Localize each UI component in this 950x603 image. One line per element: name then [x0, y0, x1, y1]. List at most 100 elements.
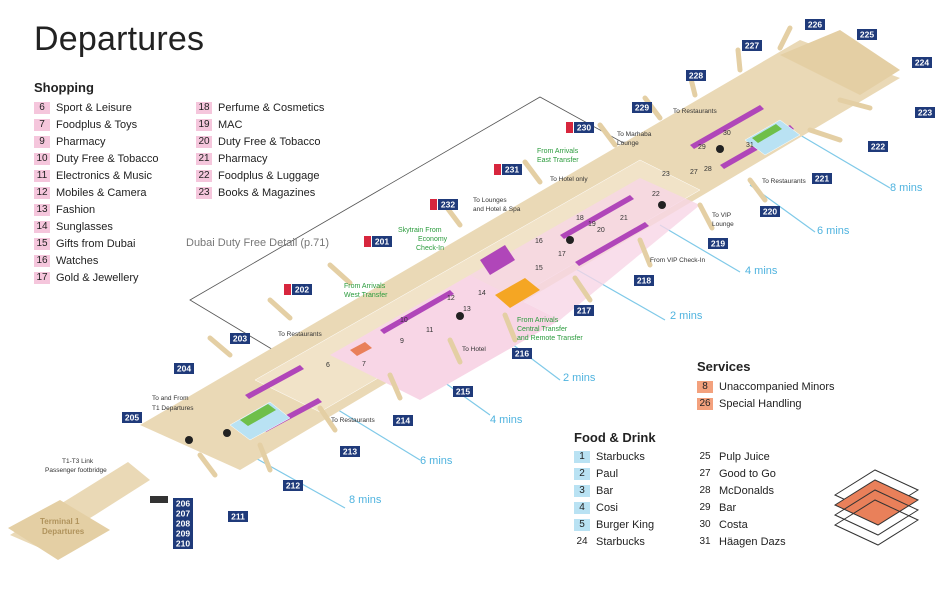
legend-label: Burger King [596, 519, 655, 531]
gate-215: 215 [453, 386, 473, 397]
to-hotel: To Hotel [462, 346, 486, 353]
svg-text:225: 225 [860, 30, 874, 40]
svg-text:17: 17 [558, 251, 566, 258]
svg-text:16: 16 [535, 238, 543, 245]
legend-label: Good to Go [719, 468, 776, 480]
services-heading: Services [697, 359, 751, 374]
legend-label: Gold & Jewellery [56, 272, 139, 284]
svg-text:211: 211 [231, 512, 245, 522]
svg-text:209: 209 [176, 529, 190, 539]
svg-text:11: 11 [426, 327, 433, 334]
concourse-north-end [780, 30, 900, 95]
gate-231: 231 [502, 164, 522, 175]
gate-229: 229 [632, 102, 652, 113]
legend-label: McDonalds [719, 485, 775, 497]
svg-text:216: 216 [515, 349, 529, 359]
food-areas [229, 119, 801, 441]
legend-label: Duty Free & Tobacco [56, 153, 159, 165]
legend-label: MAC [218, 119, 243, 131]
west-transfer-label-2: West Transfer [344, 292, 388, 299]
legend-number: 27 [699, 468, 711, 479]
bus-icon [150, 496, 168, 503]
gate-202: 202 [292, 284, 312, 295]
floor-level-icon [833, 469, 920, 546]
svg-text:232: 232 [441, 200, 455, 210]
gate-bus-marker [284, 284, 291, 295]
map-shop-labels: 6 7 9 10 11 12 13 14 15 16 17 18 19 20 2… [326, 130, 754, 369]
svg-text:6: 6 [326, 362, 330, 369]
duty-free-zone [330, 275, 560, 400]
svg-text:224: 224 [915, 58, 929, 68]
svg-text:15: 15 [535, 265, 543, 272]
svg-text:22: 22 [652, 191, 660, 198]
legend-number: 31 [699, 536, 711, 547]
svg-text:207: 207 [176, 509, 190, 519]
legend-item: 29 Bar [697, 502, 736, 514]
legend-label: Mobiles & Camera [56, 187, 147, 199]
central-transfer-label-3: and Remote Transfer [517, 335, 583, 342]
garden-areas [240, 124, 782, 426]
svg-text:28: 28 [704, 166, 712, 173]
walk-time-label: 4 mins [745, 265, 778, 277]
legend-number: 3 [574, 485, 590, 497]
legend-label: Fashion [56, 204, 96, 216]
legend-number: 5 [574, 519, 590, 531]
from-vip: From VIP Check-In [650, 257, 706, 264]
legend-number: 7 [34, 119, 50, 131]
svg-text:215: 215 [456, 387, 470, 397]
legend-label: Pharmacy [56, 136, 106, 148]
skytrain-label-2: Economy [418, 236, 448, 243]
gate-bus-marker [566, 122, 573, 133]
svg-text:14: 14 [478, 290, 486, 297]
legend-label: Watches [56, 255, 99, 267]
svg-text:204: 204 [177, 364, 191, 374]
legend-item: 28 McDonalds [697, 485, 774, 497]
legend-item: 12 Mobiles & Camera [34, 187, 146, 199]
terminal1-label: Terminal 1 [40, 517, 80, 526]
svg-text:222: 222 [871, 142, 885, 152]
svg-text:227: 227 [745, 41, 759, 51]
gate-212: 212 [283, 480, 303, 491]
svg-text:214: 214 [396, 416, 410, 426]
legend-number: 28 [699, 485, 711, 496]
legend-number: 12 [34, 187, 50, 199]
legend-label: Sport & Leisure [56, 102, 132, 114]
svg-text:231: 231 [505, 165, 519, 175]
legend-label: Bar [719, 502, 737, 514]
svg-text:19: 19 [588, 221, 596, 228]
svg-text:202: 202 [295, 285, 309, 295]
legend-label: Duty Free & Tobacco [218, 136, 321, 148]
legend-label: Cosi [596, 502, 619, 514]
legend-label: Starbucks [596, 451, 645, 463]
legend-number: 21 [196, 153, 212, 165]
legend-label: Sunglasses [56, 221, 113, 233]
legend-number: 18 [196, 102, 212, 114]
legend-number: 9 [34, 136, 50, 148]
svg-text:217: 217 [577, 306, 591, 316]
gate-206: 206 [173, 498, 193, 509]
svg-text:210: 210 [176, 539, 190, 549]
legend-number: 29 [699, 502, 711, 513]
legend-number: 17 [34, 272, 50, 284]
gate-208: 208 [173, 518, 193, 529]
gate-230: 230 [574, 122, 594, 133]
legend-number: 2 [574, 468, 590, 480]
gate-203: 203 [230, 333, 250, 344]
legend-number: 16 [34, 255, 50, 267]
legend-label: Special Handling [719, 398, 802, 410]
legend-number: 24 [576, 536, 588, 547]
svg-text:203: 203 [233, 334, 247, 344]
to-vip-2: Lounge [712, 221, 734, 228]
